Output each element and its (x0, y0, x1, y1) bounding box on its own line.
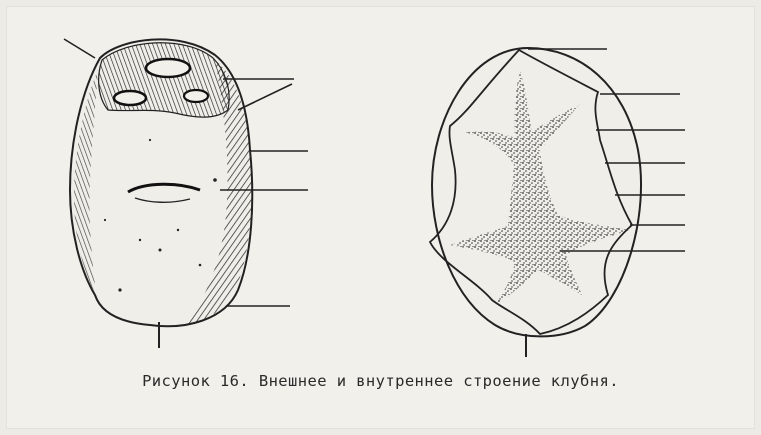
internal-tuber-drawing (430, 48, 685, 357)
figure-caption: Рисунок 16. Внешнее и внутреннее строени… (0, 372, 761, 390)
apical-eye-2 (114, 91, 146, 105)
apical-eye-3 (184, 90, 208, 102)
external-tuber-drawing (64, 39, 308, 348)
apical-eye-1 (146, 59, 190, 77)
